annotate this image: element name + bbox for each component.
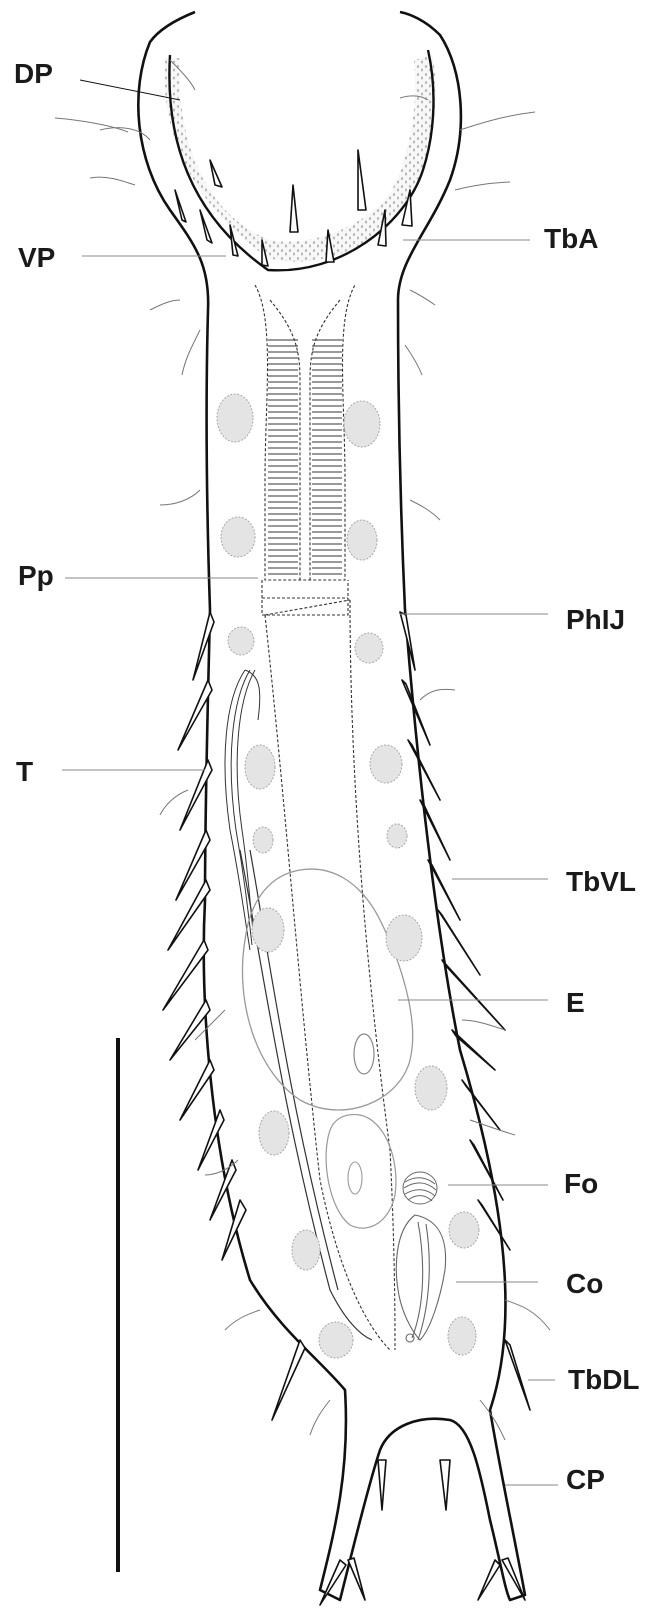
caudal-organ xyxy=(396,1215,445,1342)
label-tbvl: TbVL xyxy=(566,868,636,896)
label-co: Co xyxy=(566,1270,603,1298)
egg-outline xyxy=(242,869,412,1110)
pharynx xyxy=(255,285,355,615)
label-tbdl: TbDL xyxy=(568,1366,640,1394)
label-vp: VP xyxy=(18,244,55,272)
pharynx-rings xyxy=(268,340,342,574)
gut xyxy=(265,600,395,1350)
caudal-tubes xyxy=(272,1340,530,1605)
label-e: E xyxy=(566,989,585,1017)
label-fo: Fo xyxy=(564,1170,598,1198)
leader-lines xyxy=(62,80,558,1485)
body-cells xyxy=(217,394,479,1358)
label-pp: Pp xyxy=(18,562,54,590)
label-cp: CP xyxy=(566,1466,605,1494)
label-phlj: PhIJ xyxy=(566,606,625,634)
label-tba: TbA xyxy=(544,225,598,253)
second-egg-nucleus xyxy=(348,1162,362,1194)
frontal-organ xyxy=(403,1172,437,1204)
label-dp: DP xyxy=(14,60,53,88)
label-t: T xyxy=(16,758,33,786)
egg-nucleus xyxy=(354,1034,374,1074)
